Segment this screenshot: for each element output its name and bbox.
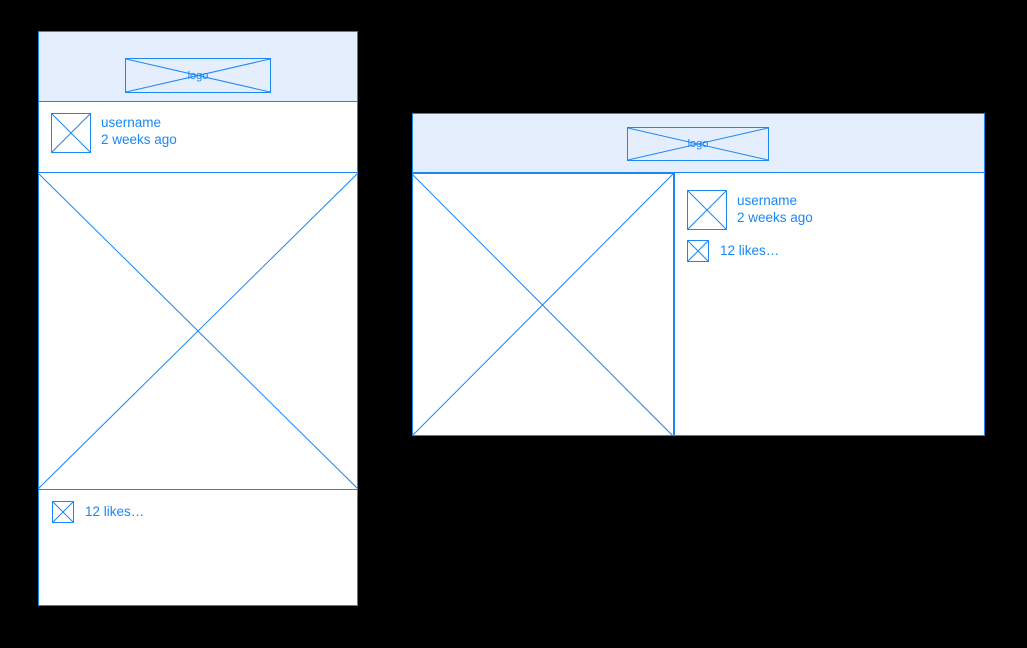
mobile-avatar[interactable] bbox=[51, 113, 91, 153]
image-placeholder-icon bbox=[126, 59, 270, 92]
mobile-logo-placeholder[interactable]: logo bbox=[125, 58, 271, 93]
mobile-likes-icon[interactable] bbox=[52, 501, 74, 523]
image-placeholder-icon bbox=[38, 173, 358, 489]
image-placeholder-icon bbox=[412, 174, 673, 436]
mobile-likes-label[interactable]: 12 likes… bbox=[85, 504, 145, 519]
image-placeholder-icon bbox=[628, 128, 768, 160]
desktop-likes-icon[interactable] bbox=[687, 240, 709, 262]
mobile-header-bar bbox=[39, 32, 357, 102]
mobile-username[interactable]: username bbox=[101, 115, 162, 130]
mobile-post-meta: username 2 weeks ago bbox=[101, 114, 177, 148]
desktop-photo-placeholder[interactable] bbox=[412, 173, 674, 436]
heart-placeholder-icon bbox=[688, 241, 708, 261]
desktop-post-meta: username 2 weeks ago bbox=[737, 192, 813, 226]
mobile-timestamp: 2 weeks ago bbox=[101, 132, 177, 147]
mobile-photo-placeholder[interactable] bbox=[38, 172, 358, 490]
desktop-logo-placeholder[interactable]: logo bbox=[627, 127, 769, 161]
avatar-placeholder-icon bbox=[688, 191, 726, 229]
desktop-post-card: logo username 2 weeks ago 12 lik bbox=[412, 113, 985, 436]
heart-placeholder-icon bbox=[53, 502, 73, 522]
mobile-post-card: logo username 2 weeks ago 12 likes… bbox=[38, 31, 358, 606]
desktop-timestamp: 2 weeks ago bbox=[737, 210, 813, 225]
desktop-pane-divider bbox=[674, 173, 675, 436]
desktop-likes-label[interactable]: 12 likes… bbox=[720, 243, 780, 258]
avatar-placeholder-icon bbox=[52, 114, 90, 152]
desktop-username[interactable]: username bbox=[737, 193, 798, 208]
desktop-avatar[interactable] bbox=[687, 190, 727, 230]
